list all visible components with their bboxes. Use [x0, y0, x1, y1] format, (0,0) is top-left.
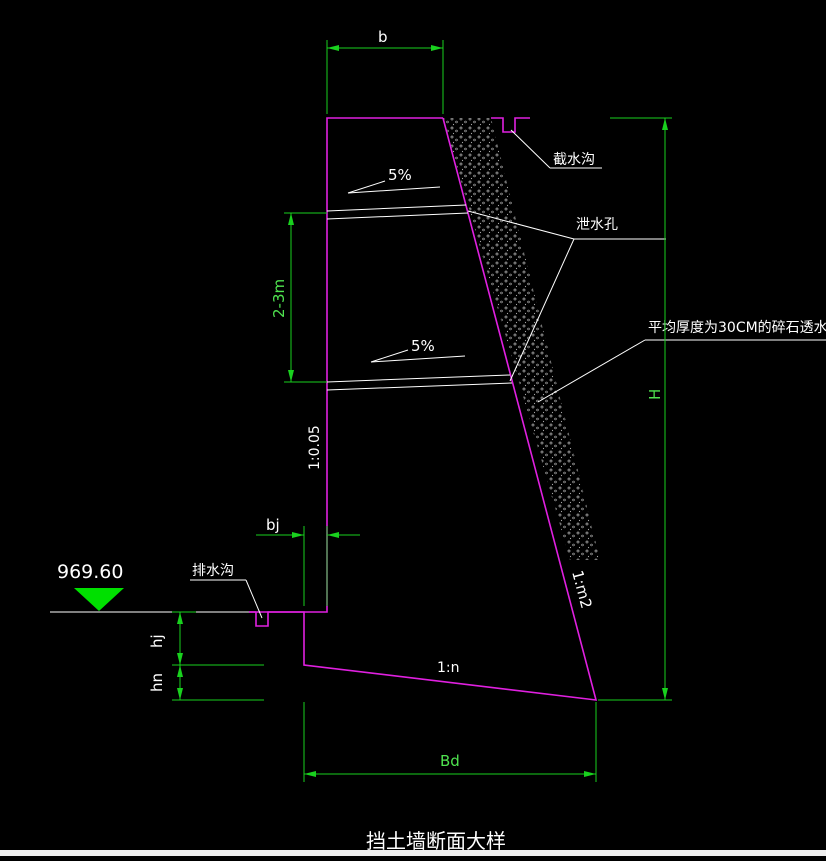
- window-bottom-edge: [0, 850, 826, 856]
- drain-hole-label: 泄水孔: [576, 217, 618, 233]
- elevation-marker: 969.60: [50, 561, 249, 613]
- drain-hole-lower: [326, 374, 513, 391]
- dimension-spacing: 2-3m: [270, 212, 327, 383]
- drain-hole-upper: [326, 204, 469, 220]
- intercept-ditch-annotation: 截水沟: [510, 129, 602, 169]
- dimension-Bd-label: Bd: [440, 752, 460, 770]
- dimension-bj-label: bj: [266, 516, 280, 534]
- dimension-b: b: [326, 28, 444, 114]
- dimension-H: H: [598, 117, 672, 701]
- dimension-hj-label: hj: [148, 634, 166, 648]
- gravel-layer-annotation: 平均厚度为30CM的碎石透水层: [537, 320, 826, 403]
- drain-ditch-label: 排水沟: [192, 563, 234, 579]
- dimension-spacing-label: 2-3m: [270, 279, 288, 318]
- dimension-Bd: Bd: [303, 702, 597, 782]
- gravel-layer-label: 平均厚度为30CM的碎石透水层: [648, 320, 826, 336]
- intercept-ditch-label: 截水沟: [553, 152, 595, 168]
- slope-marker-lower: 5%: [370, 337, 466, 363]
- slope-upper-label: 5%: [388, 166, 412, 184]
- drawing-title: 挡土墙断面大样: [366, 829, 506, 853]
- dimension-b-label: b: [378, 28, 388, 46]
- wall-outline: [249, 117, 598, 701]
- dimension-hn-label: hn: [148, 673, 166, 692]
- front-slope-label: 1:0.05: [307, 425, 323, 470]
- slope-lower-label: 5%: [411, 337, 435, 355]
- slope-marker-upper: 5%: [347, 166, 441, 194]
- back-slope-label: 1:m2: [568, 568, 595, 610]
- gravel-drainage-layer: [443, 118, 600, 560]
- elevation-triangle-icon: [74, 588, 124, 611]
- drain-hole-annotation: 泄水孔: [467, 210, 666, 382]
- dimension-bj-top: bj: [256, 516, 360, 606]
- dimension-hj-hn: hj hn: [148, 611, 264, 701]
- base-slope-label: 1:n: [437, 660, 460, 676]
- elevation-label: 969.60: [57, 561, 123, 583]
- drain-ditch-annotation: 排水沟: [190, 563, 263, 619]
- dimension-H-label: H: [646, 389, 664, 400]
